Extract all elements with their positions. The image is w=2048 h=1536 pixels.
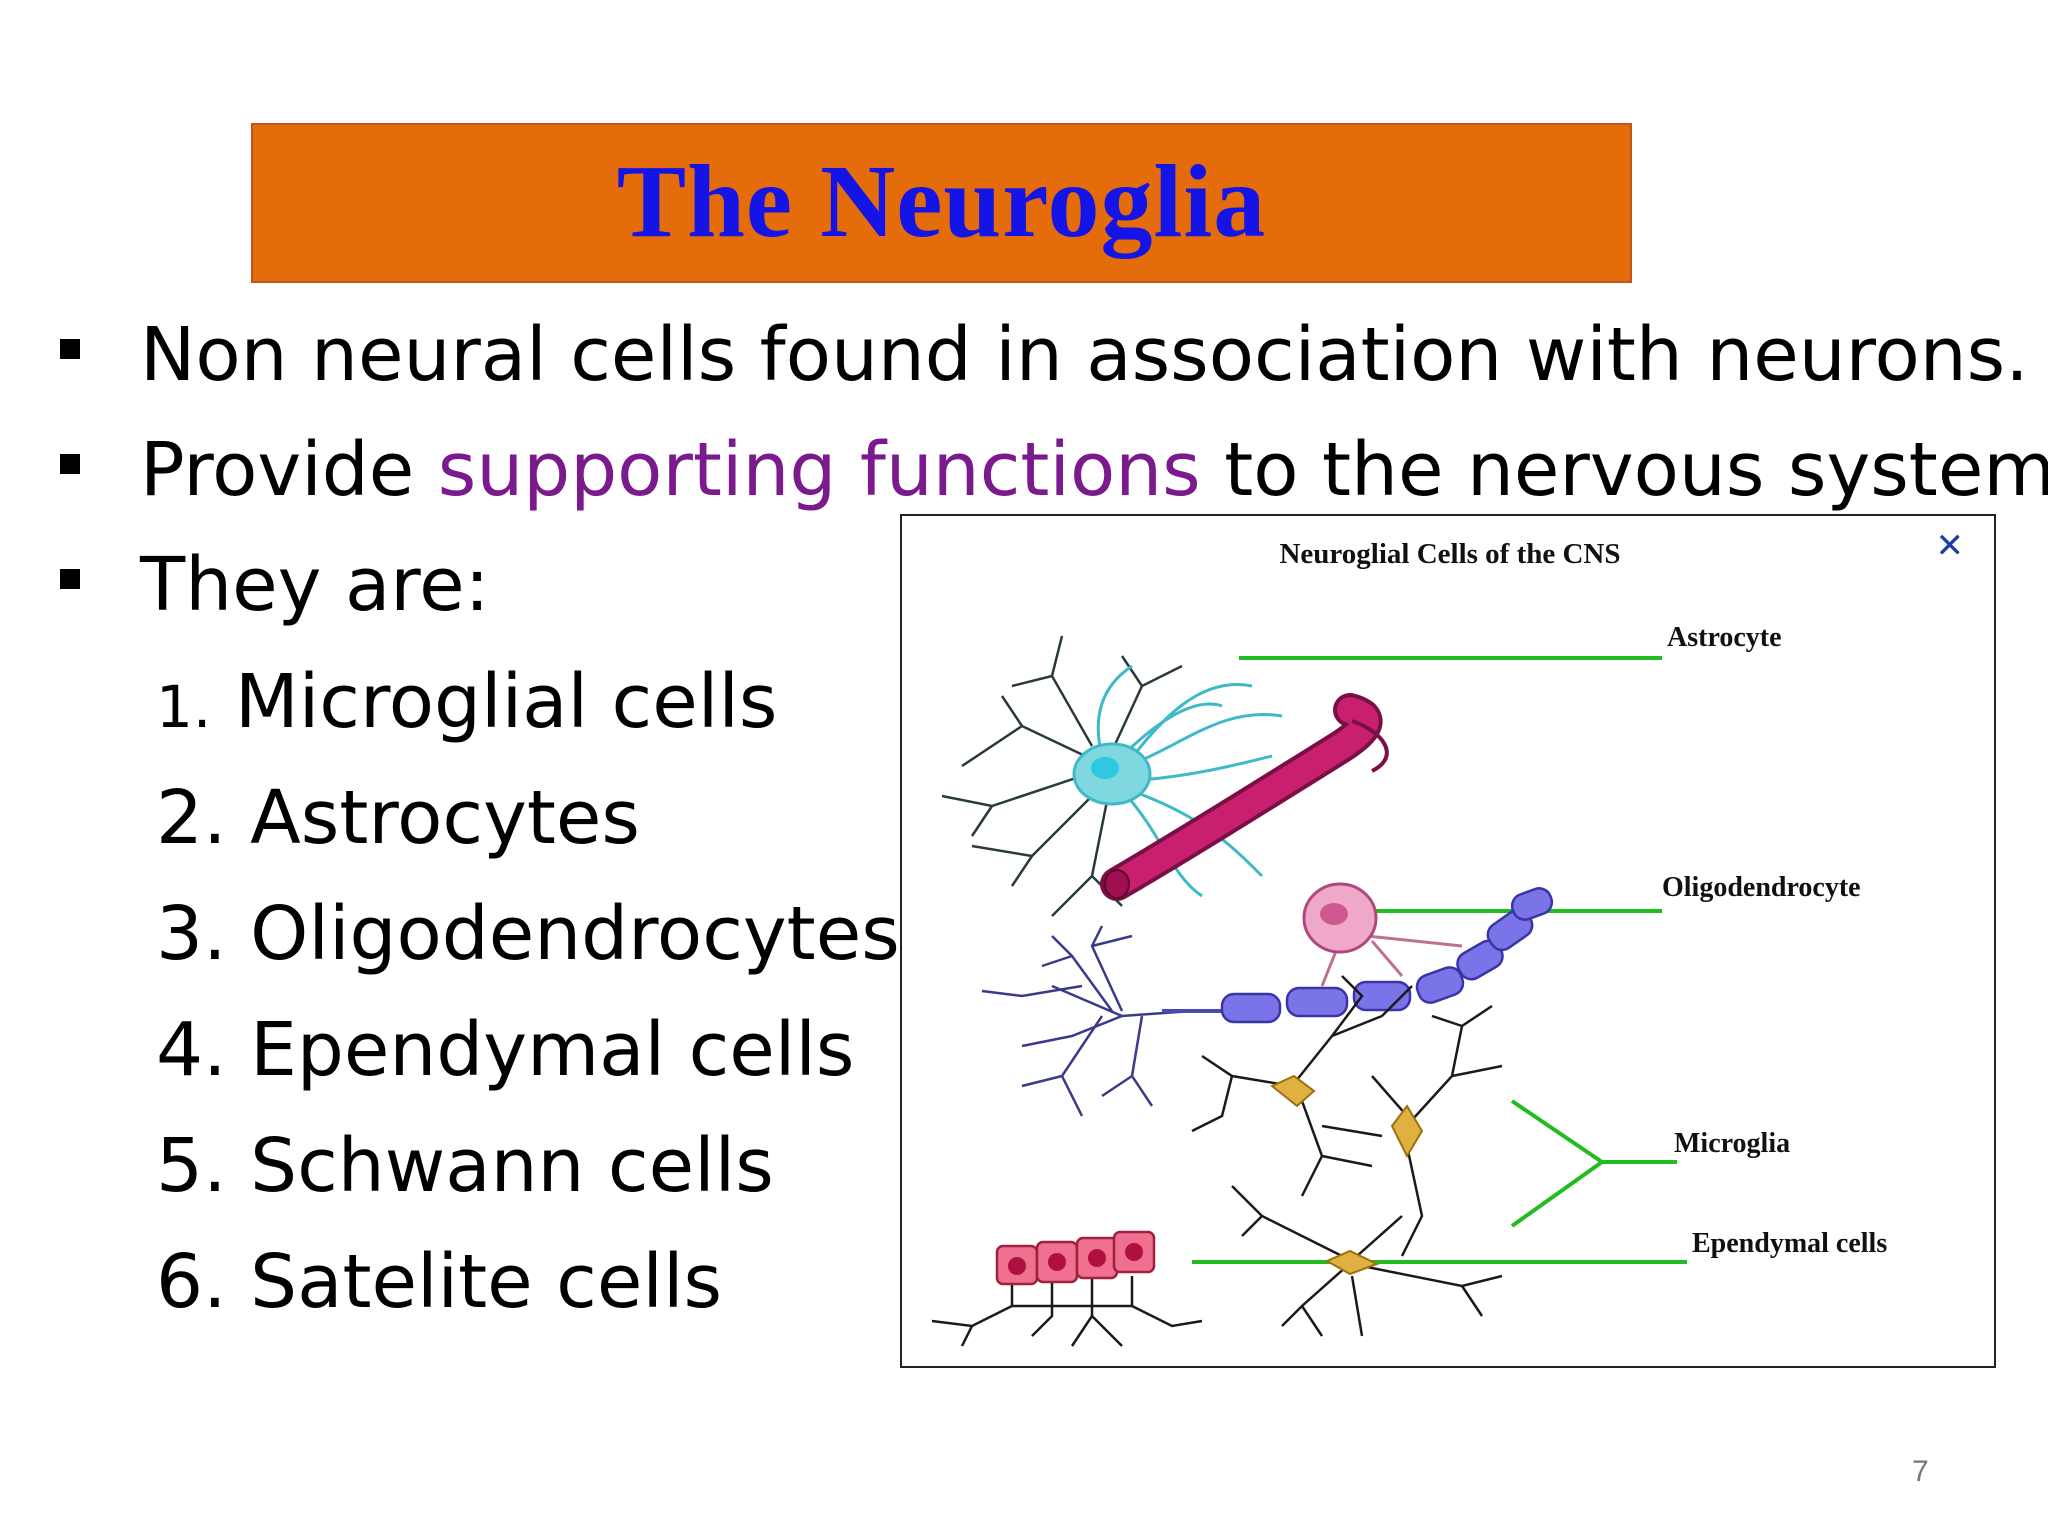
list-number: 2. bbox=[156, 775, 227, 861]
bullet-square-icon bbox=[60, 569, 80, 589]
close-icon[interactable]: ✕ bbox=[1935, 526, 1965, 566]
astrocyte-cell bbox=[941, 635, 1183, 917]
list-item: 5. Schwann cells bbox=[156, 1116, 774, 1216]
list-number: 4. bbox=[156, 1007, 227, 1093]
list-item: 6. Satelite cells bbox=[156, 1232, 722, 1332]
label-oligodendrocyte: Oligodendrocyte bbox=[1662, 872, 1861, 903]
list-number: 6. bbox=[156, 1239, 227, 1325]
blood-vessel bbox=[1100, 693, 1389, 901]
list-item: 1. Microglial cells bbox=[156, 652, 777, 757]
oligodendrocyte-cell bbox=[981, 882, 1554, 1117]
list-text: Schwann cells bbox=[250, 1123, 774, 1209]
figure-title: Neuroglial Cells of the CNS bbox=[1279, 538, 1621, 570]
slide-title: The Neuroglia bbox=[616, 143, 1267, 259]
bullet-text-pre: Provide bbox=[140, 427, 438, 513]
label-microglia: Microglia bbox=[1674, 1128, 1791, 1159]
bullet-text: They are: bbox=[140, 542, 490, 628]
microglia-cells bbox=[1191, 975, 1503, 1337]
title-banner: The Neuroglia bbox=[251, 123, 1632, 283]
list-number: 1. bbox=[156, 673, 212, 741]
bullet-item: They are: bbox=[0, 535, 2040, 635]
list-text: Ependymal cells bbox=[250, 1007, 855, 1093]
list-number: 5. bbox=[156, 1123, 227, 1209]
neuroglia-figure: Neuroglial Cells of the CNS ✕ Astrocyte … bbox=[900, 514, 1996, 1368]
ependymal-cells bbox=[931, 1230, 1203, 1347]
bullet-item: Provide supporting functions to the nerv… bbox=[0, 420, 2048, 520]
bullet-item: Non neural cells found in association wi… bbox=[0, 305, 2040, 405]
list-number: 3. bbox=[156, 891, 227, 977]
bullet-text: Non neural cells found in association wi… bbox=[140, 312, 2029, 398]
bullet-text-post: to the nervous system. bbox=[1200, 427, 2048, 513]
list-text: Satelite cells bbox=[250, 1239, 723, 1325]
label-astrocyte: Astrocyte bbox=[1667, 622, 1782, 653]
bullet-square-icon bbox=[60, 339, 80, 359]
page-number: 7 bbox=[1912, 1455, 1929, 1488]
list-text: Oligodendrocytes bbox=[250, 891, 900, 977]
list-item: 3. Oligodendrocytes bbox=[156, 884, 900, 984]
bullet-square-icon bbox=[60, 454, 80, 474]
list-text: Astrocytes bbox=[250, 775, 640, 861]
label-ependymal: Ependymal cells bbox=[1692, 1228, 1888, 1259]
list-item: 2. Astrocytes bbox=[156, 768, 640, 868]
highlight-text: supporting functions bbox=[437, 427, 1201, 513]
list-item: 4. Ependymal cells bbox=[156, 1000, 854, 1100]
bullet-text: Provide supporting functions to the nerv… bbox=[140, 420, 2048, 520]
list-text: Microglial cells bbox=[234, 659, 778, 745]
neuroglia-illustration bbox=[931, 635, 1687, 1347]
